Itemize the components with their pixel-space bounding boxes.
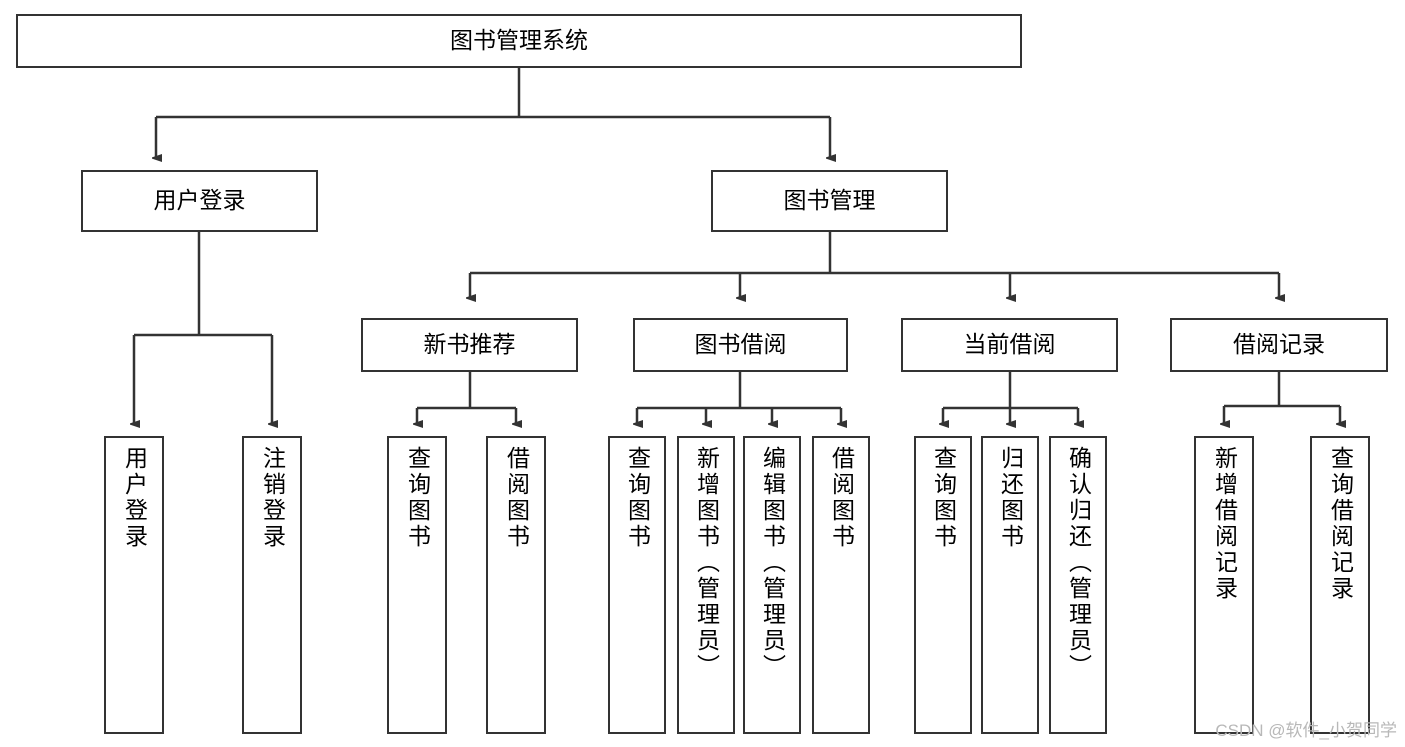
node-current-borrow[interactable]: 当前借阅 (901, 318, 1118, 372)
node-leaf-logout-label: 注销登录 (259, 446, 286, 550)
node-leaf-add-record-label: 新增借阅记录 (1211, 446, 1238, 602)
node-leaf-query-book-1[interactable]: 查询图书 (387, 436, 447, 734)
node-leaf-query-record-label: 查询借阅记录 (1327, 446, 1354, 602)
node-leaf-borrow-book-1-label: 借阅图书 (503, 446, 530, 550)
node-leaf-query-book-2[interactable]: 查询图书 (608, 436, 666, 734)
node-leaf-edit-book-label: 编辑图书（管理员） (759, 446, 786, 680)
node-borrow-record[interactable]: 借阅记录 (1170, 318, 1388, 372)
node-leaf-logout[interactable]: 注销登录 (242, 436, 302, 734)
node-new-book-recommend[interactable]: 新书推荐 (361, 318, 578, 372)
node-root-label: 图书管理系统 (450, 27, 588, 54)
node-leaf-add-book[interactable]: 新增图书（管理员） (677, 436, 735, 734)
node-leaf-query-book-3-label: 查询图书 (930, 446, 957, 550)
node-leaf-edit-book[interactable]: 编辑图书（管理员） (743, 436, 801, 734)
node-leaf-user-login[interactable]: 用户登录 (104, 436, 164, 734)
node-leaf-add-record[interactable]: 新增借阅记录 (1194, 436, 1254, 734)
node-book-manage-label: 图书管理 (783, 187, 876, 214)
node-new-book-recommend-label: 新书推荐 (423, 331, 516, 358)
node-book-manage[interactable]: 图书管理 (711, 170, 948, 232)
node-borrow-record-label: 借阅记录 (1233, 331, 1325, 358)
node-leaf-return-book[interactable]: 归还图书 (981, 436, 1039, 734)
csdn-watermark: CSDN @软件_小贺同学 (1215, 721, 1397, 740)
node-leaf-query-book-2-label: 查询图书 (624, 446, 651, 550)
node-leaf-add-book-label: 新增图书（管理员） (693, 446, 720, 680)
node-leaf-user-login-label: 用户登录 (121, 446, 148, 550)
node-leaf-confirm-return-label: 确认归还（管理员） (1065, 446, 1092, 680)
node-leaf-borrow-book-1[interactable]: 借阅图书 (486, 436, 546, 734)
node-leaf-query-record[interactable]: 查询借阅记录 (1310, 436, 1370, 734)
node-user-login[interactable]: 用户登录 (81, 170, 318, 232)
node-root[interactable]: 图书管理系统 (16, 14, 1022, 68)
node-leaf-query-book-1-label: 查询图书 (404, 446, 431, 550)
node-leaf-query-book-3[interactable]: 查询图书 (914, 436, 972, 734)
node-current-borrow-label: 当前借阅 (963, 331, 1056, 358)
node-leaf-borrow-book-2[interactable]: 借阅图书 (812, 436, 870, 734)
node-leaf-return-book-label: 归还图书 (997, 446, 1024, 550)
node-leaf-borrow-book-2-label: 借阅图书 (828, 446, 855, 550)
node-leaf-confirm-return[interactable]: 确认归还（管理员） (1049, 436, 1107, 734)
node-user-login-label: 用户登录 (153, 187, 246, 214)
node-book-borrow[interactable]: 图书借阅 (633, 318, 848, 372)
node-book-borrow-label: 图书借阅 (694, 331, 787, 358)
